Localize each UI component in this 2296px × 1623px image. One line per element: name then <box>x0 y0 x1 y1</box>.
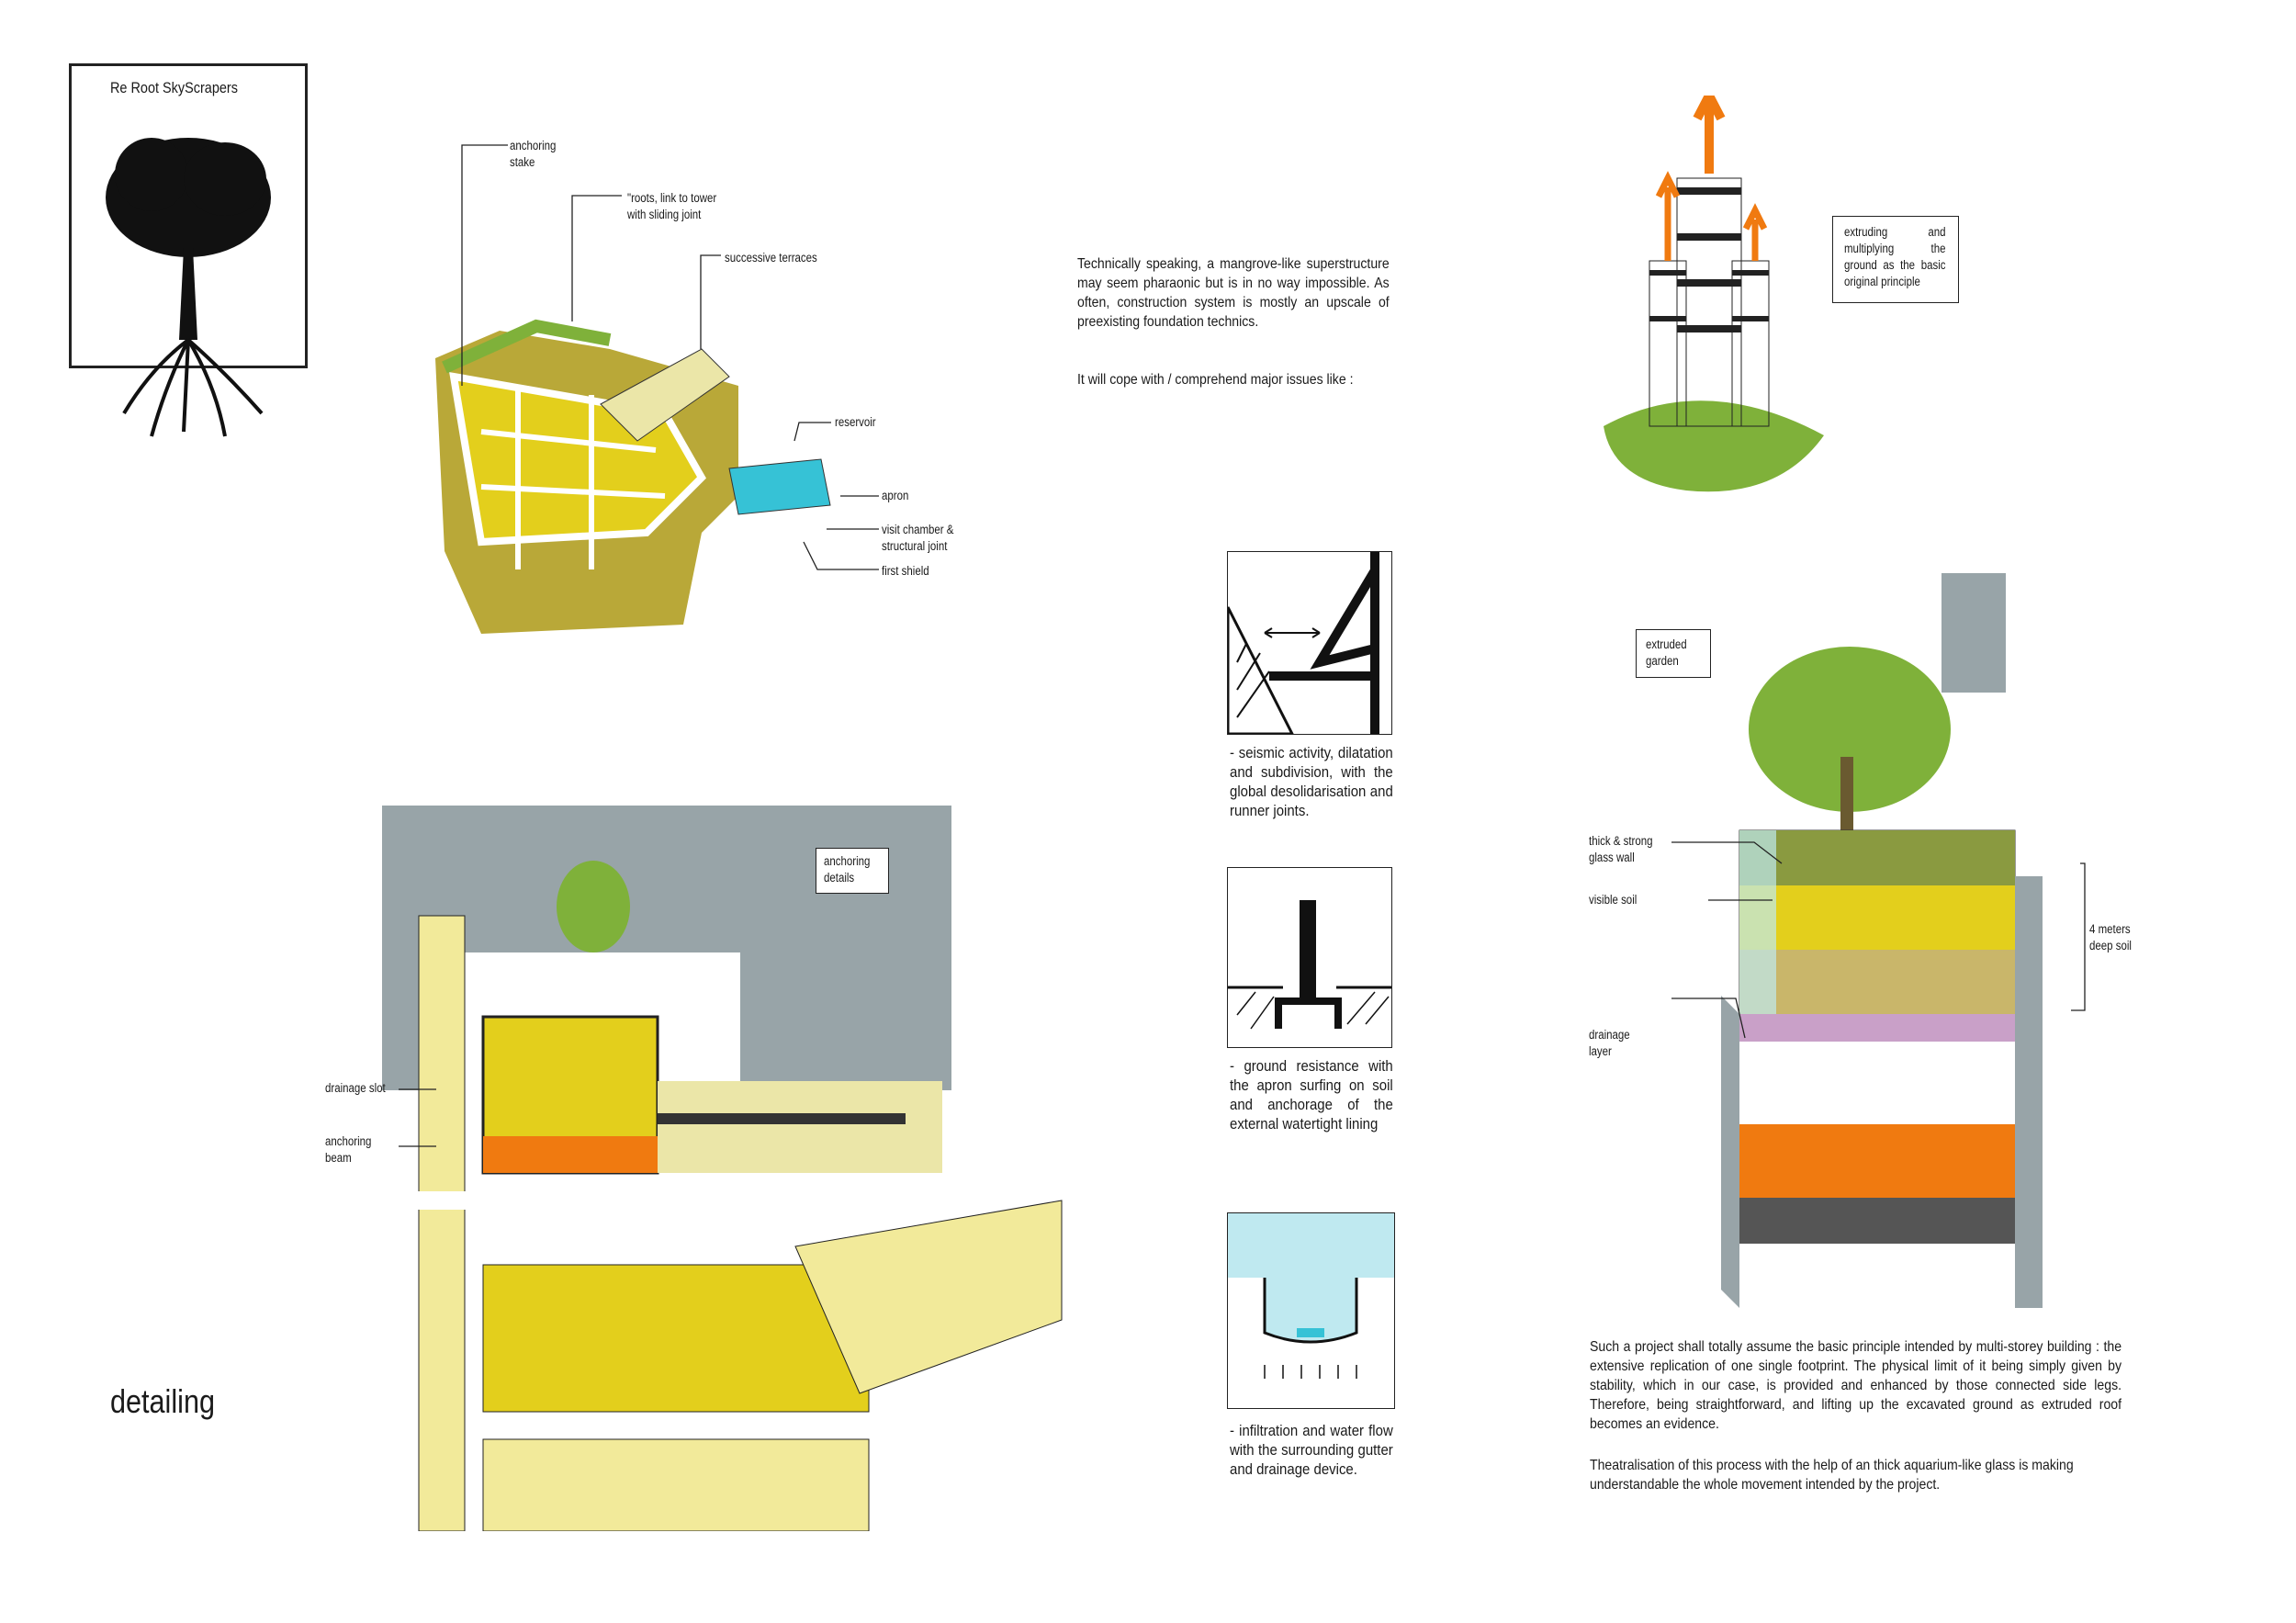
label-drainage-layer: drainage layer <box>1589 1028 1630 1058</box>
issue-seismic-text: - seismic activity, dilatation and subdi… <box>1230 744 1393 819</box>
section-title: detailing <box>110 1382 215 1420</box>
label-roots-link: "roots, link to tower with sliding joint <box>627 191 717 221</box>
detail-leader-lines <box>399 1088 436 1147</box>
label-reservoir: reservoir <box>835 415 876 429</box>
anchoring-detail-sketch <box>382 806 1063 1531</box>
intro-paragraph: Technically speaking, a mangrove-like su… <box>1077 256 1390 330</box>
tower-note-box <box>1832 216 1959 303</box>
conclusion-paragraph: Such a project shall totally assume the … <box>1590 1339 2122 1432</box>
ground-anchor-icon <box>1227 867 1392 1048</box>
label-deep-soil: 4 meters deep soil <box>2089 922 2132 952</box>
issue-water-text: - infiltration and water flow with the s… <box>1230 1422 1393 1478</box>
seismic-joint-icon <box>1227 551 1392 735</box>
conclusion-paragraph-2: Theatralisation of this process with the… <box>1590 1458 2074 1493</box>
tower-note: extruding and multiplying the ground as … <box>1844 225 1946 288</box>
garden-leader-lines <box>1671 841 2086 1039</box>
label-glass-wall: thick & strong glass wall <box>1589 834 1653 864</box>
issue-ground-text: - ground resistance with the apron surfi… <box>1230 1057 1393 1133</box>
label-successive-terraces: successive terraces <box>725 251 817 265</box>
label-apron: apron <box>882 489 909 502</box>
anchoring-details-label: anchoring details <box>824 854 871 885</box>
water-infiltration-icon <box>1227 1212 1395 1409</box>
label-drainage-slot: drainage slot <box>325 1081 386 1095</box>
extruded-garden-label: extruded garden <box>1646 637 1687 668</box>
label-anchoring-stake: anchoring stake <box>510 139 557 169</box>
extruded-garden-box <box>1636 629 1711 678</box>
garden-section-sketch <box>1721 573 2043 1308</box>
label-visible-soil: visible soil <box>1589 893 1638 907</box>
label-first-shield: first shield <box>882 564 929 578</box>
leader-lines <box>461 144 879 570</box>
terraces-section-sketch <box>435 319 831 634</box>
intro-issues-line: It will cope with / comprehend major iss… <box>1077 372 1354 388</box>
anchoring-details-box <box>816 848 889 894</box>
logo-title: Re Root SkyScrapers <box>110 79 238 96</box>
tree-logo-icon <box>106 138 271 437</box>
label-visit-chamber: visit chamber & structural joint <box>882 523 954 553</box>
label-anchoring-beam: anchoring beam <box>325 1134 372 1165</box>
tower-sketch <box>1604 96 1824 492</box>
